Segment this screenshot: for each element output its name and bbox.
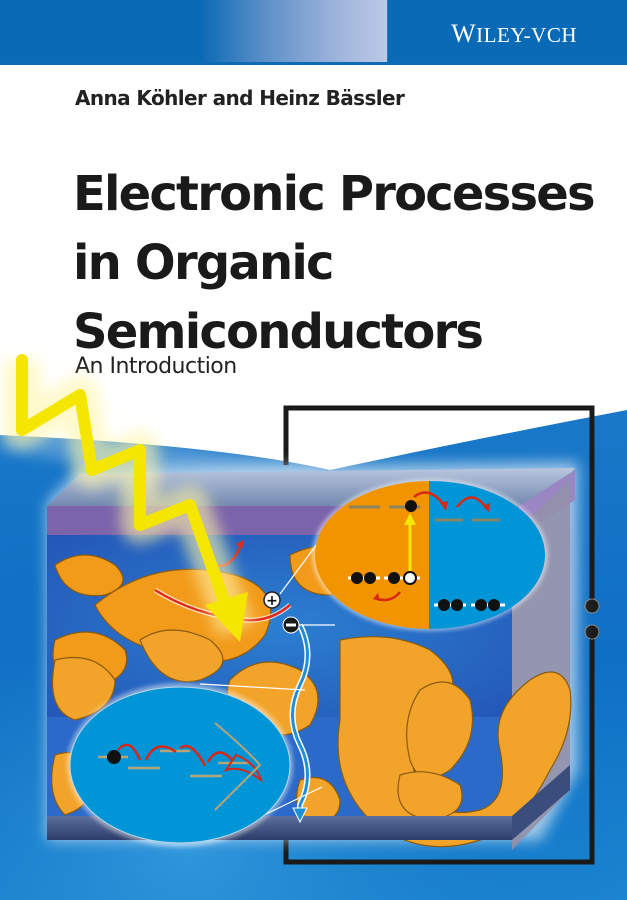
hole-charge [263,591,281,609]
hopping-charge [107,750,121,764]
publisher-logo: WILEY-VCH [451,19,577,49]
title-line-2: in Organic [73,235,334,291]
title-line-3: Semiconductors [73,304,484,360]
distribution-curve [214,722,262,811]
title-line-1: Electronic Processes [73,166,596,222]
publisher-banner [0,0,627,62]
photon-arrowhead [205,592,248,642]
circuit-wire-bottom [283,632,595,865]
terminal-top [584,598,600,614]
publisher-initial: W [451,19,477,48]
plus-sign: + [266,593,278,609]
minus-sign [286,623,296,627]
circuit-wire-top [283,405,595,606]
terminal-bottom [584,624,600,640]
photon-zigzag [16,354,234,618]
book-title: Electronic Processes in Organic Semicond… [73,160,596,367]
book-subtitle: An Introduction [75,354,237,379]
publisher-name-rest: ILEY-VCH [476,23,577,47]
hole-state [403,571,417,585]
banner-divider [0,62,627,65]
book-authors: Anna Köhler and Heinz Bässler [75,86,405,110]
excited-electron [405,500,417,512]
electron-path [291,624,309,815]
hopping-transport-inset [67,683,293,847]
